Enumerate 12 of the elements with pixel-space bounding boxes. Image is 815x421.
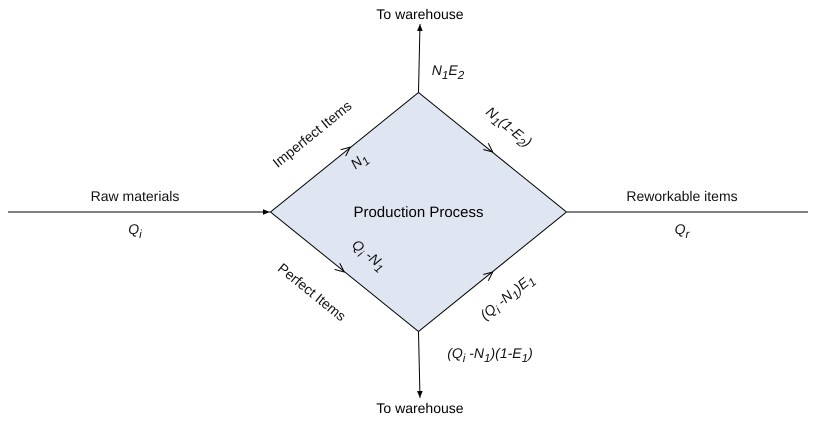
arrow (417, 332, 423, 398)
edge-label: Raw materials (90, 188, 180, 204)
arrow (417, 24, 423, 92)
destination-label: To warehouse (376, 400, 464, 416)
process-label: Production Process (353, 204, 484, 220)
edge-label: Reworkable items (626, 188, 738, 204)
edge-label: (Q$_{i}$ -N$_{1}$)(1-E$_{1}$) (447, 345, 533, 365)
arrow (8, 209, 270, 215)
flow-symbol: Q$_{i}$ (128, 221, 142, 241)
destination-label: To warehouse (376, 6, 464, 22)
flow-symbol: Q$_{r}$ (674, 221, 690, 241)
edge-label: N$_{1}$E$_{2}$ (432, 62, 464, 82)
